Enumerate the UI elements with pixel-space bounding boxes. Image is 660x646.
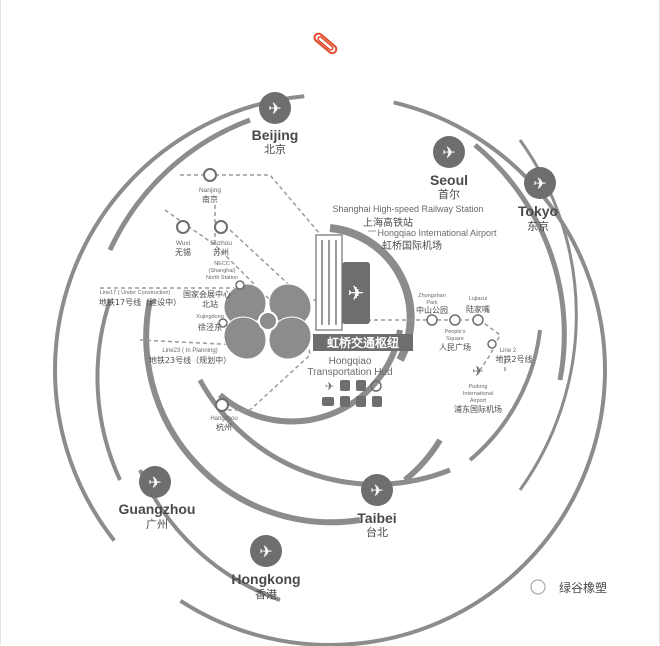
svg-text:苏州: 苏州: [213, 247, 229, 257]
svg-text:人民广场: 人民广场: [439, 342, 471, 352]
airport-plane-icon: ✈: [348, 283, 365, 305]
plane-icon: ✈: [148, 475, 161, 492]
metro-icon: [356, 380, 366, 391]
svg-text:Park: Park: [426, 300, 438, 306]
coach-icon: [356, 396, 366, 407]
svg-text:Zhongshan: Zhongshan: [418, 293, 446, 299]
svg-text:People's: People's: [445, 329, 466, 335]
svg-text:中山公园: 中山公园: [416, 305, 448, 315]
city-en: Taibei: [357, 510, 396, 526]
station-wuxi: Wuxi 无锡: [175, 220, 191, 257]
city-zh: 东京: [527, 219, 549, 233]
city-en: Seoul: [430, 172, 468, 188]
city-marker-seoul: ✈ Seoul 首尔: [430, 136, 468, 201]
svg-text:绿谷橡塑: 绿谷橡塑: [559, 580, 607, 595]
svg-text:国家会展中心: 国家会展中心: [183, 289, 231, 299]
svg-text:杭州: 杭州: [216, 422, 232, 432]
svg-text:(Shanghai): (Shanghai): [209, 268, 236, 274]
plane-icon: ✈: [325, 381, 334, 393]
station-xujingdong: Xujingdong 徐泾东: [196, 314, 228, 332]
city-marker-tokyo: ✈ Tokyo 东京: [518, 167, 558, 233]
station-nanjing: Nanjing 南京: [199, 168, 221, 204]
station-lujiazui: Lujiazui 陆家嘴: [466, 296, 490, 326]
plane-icon: ✈: [472, 363, 484, 379]
svg-text:Nanjing: Nanjing: [199, 187, 221, 194]
svg-text:Lujiazui: Lujiazui: [469, 296, 488, 302]
svg-text:浦东国际机场: 浦东国际机场: [454, 404, 502, 414]
svg-text:NECC: NECC: [214, 261, 230, 267]
svg-text:Pudong: Pudong: [469, 384, 488, 390]
svg-text:Airport: Airport: [470, 398, 487, 404]
line23-en: Line23 ( In Planning): [162, 348, 217, 354]
svg-text:International: International: [463, 391, 493, 397]
station-necc: NECC (Shanghai) North Station 国家会展中心 北站: [183, 261, 245, 309]
station-pudong-airport: ✈ Pudong International Airport 浦东国际机场: [454, 363, 502, 414]
hub-title-en1: Hongqiao: [329, 356, 372, 367]
railway-zh: 上海高铁站: [363, 216, 413, 229]
line2-en: Line 2: [500, 348, 517, 354]
station-suzhou: Suzhou 苏州: [210, 220, 232, 257]
svg-text:Suzhou: Suzhou: [210, 240, 232, 247]
railway-station-block: [315, 234, 343, 331]
clover-hub: [223, 283, 312, 360]
plane-icon: ✈: [533, 176, 546, 193]
station-line2-node: [487, 339, 497, 349]
paperclip-icon: [313, 32, 338, 55]
hub-title-en2: Transportation Hud: [307, 367, 392, 378]
city-zh: 广州: [146, 518, 168, 531]
city-zh: 台北: [366, 525, 388, 539]
svg-text:North Station: North Station: [206, 275, 238, 281]
transport-icons: ✈: [322, 380, 382, 407]
line23-zh: 地铁23号线（规划中）: [149, 355, 231, 365]
city-en: Guangzhou: [119, 501, 196, 517]
hub-title-banner: [313, 334, 413, 351]
bus-icon: [340, 396, 350, 407]
city-en: Hongkong: [231, 571, 300, 587]
taxi-icon: [372, 396, 382, 407]
plane-icon: ✈: [268, 101, 281, 118]
airport-en: Hongqiao International Airport: [377, 228, 497, 238]
station-hangzhou: Hangzhou 杭州: [210, 398, 238, 432]
hub-title-zh: 虹桥交通枢纽: [327, 335, 399, 350]
airport-block: ✈: [342, 262, 370, 324]
watermark: 绿谷橡塑: [530, 579, 607, 595]
svg-text:Hangzhou: Hangzhou: [210, 416, 237, 422]
plane-icon: ✈: [442, 145, 455, 162]
station-zhongshan-park: Zhongshan Park 中山公园: [416, 293, 448, 326]
train-icon: [340, 380, 350, 391]
station-peoples-square: People's Square 人民广场: [439, 314, 471, 352]
svg-text:北站: 北站: [202, 299, 218, 309]
svg-text:南京: 南京: [202, 194, 218, 204]
svg-text:徐泾东: 徐泾东: [198, 322, 222, 332]
city-en: Tokyo: [518, 203, 558, 219]
plane-icon: ✈: [370, 483, 383, 500]
car-icon: [322, 397, 334, 406]
line2-zh: 地铁2号线: [495, 354, 532, 364]
city-zh: 北京: [264, 142, 286, 156]
city-marker-hongkong: ✈ Hongkong 香港: [231, 535, 301, 601]
line17-en: Line17 ( Under Construction): [100, 290, 171, 296]
airport-zh: 虹桥国际机场: [382, 239, 442, 252]
svg-text:Square: Square: [446, 336, 464, 342]
railway-en: Shanghai High-speed Railway Station: [332, 204, 483, 214]
city-zh: 首尔: [438, 187, 460, 201]
city-marker-taibei: ✈ Taibei 台北: [357, 474, 397, 539]
svg-text:Xujingdong: Xujingdong: [196, 314, 224, 320]
svg-text:无锡: 无锡: [175, 248, 191, 257]
svg-text:陆家嘴: 陆家嘴: [466, 304, 490, 314]
wechat-icon: [530, 579, 546, 595]
city-en: Beijing: [252, 127, 299, 143]
line17-zh: 地铁17号线（建设中）: [99, 297, 181, 307]
svg-text:Wuxi: Wuxi: [176, 240, 190, 247]
city-marker-guangzhou: ✈ Guangzhou 广州: [119, 466, 196, 531]
city-zh: 香港: [255, 588, 277, 601]
city-marker-beijing: ✈ Beijing 北京: [252, 92, 299, 156]
plane-icon: ✈: [259, 544, 272, 561]
subway-icon: [370, 380, 382, 392]
